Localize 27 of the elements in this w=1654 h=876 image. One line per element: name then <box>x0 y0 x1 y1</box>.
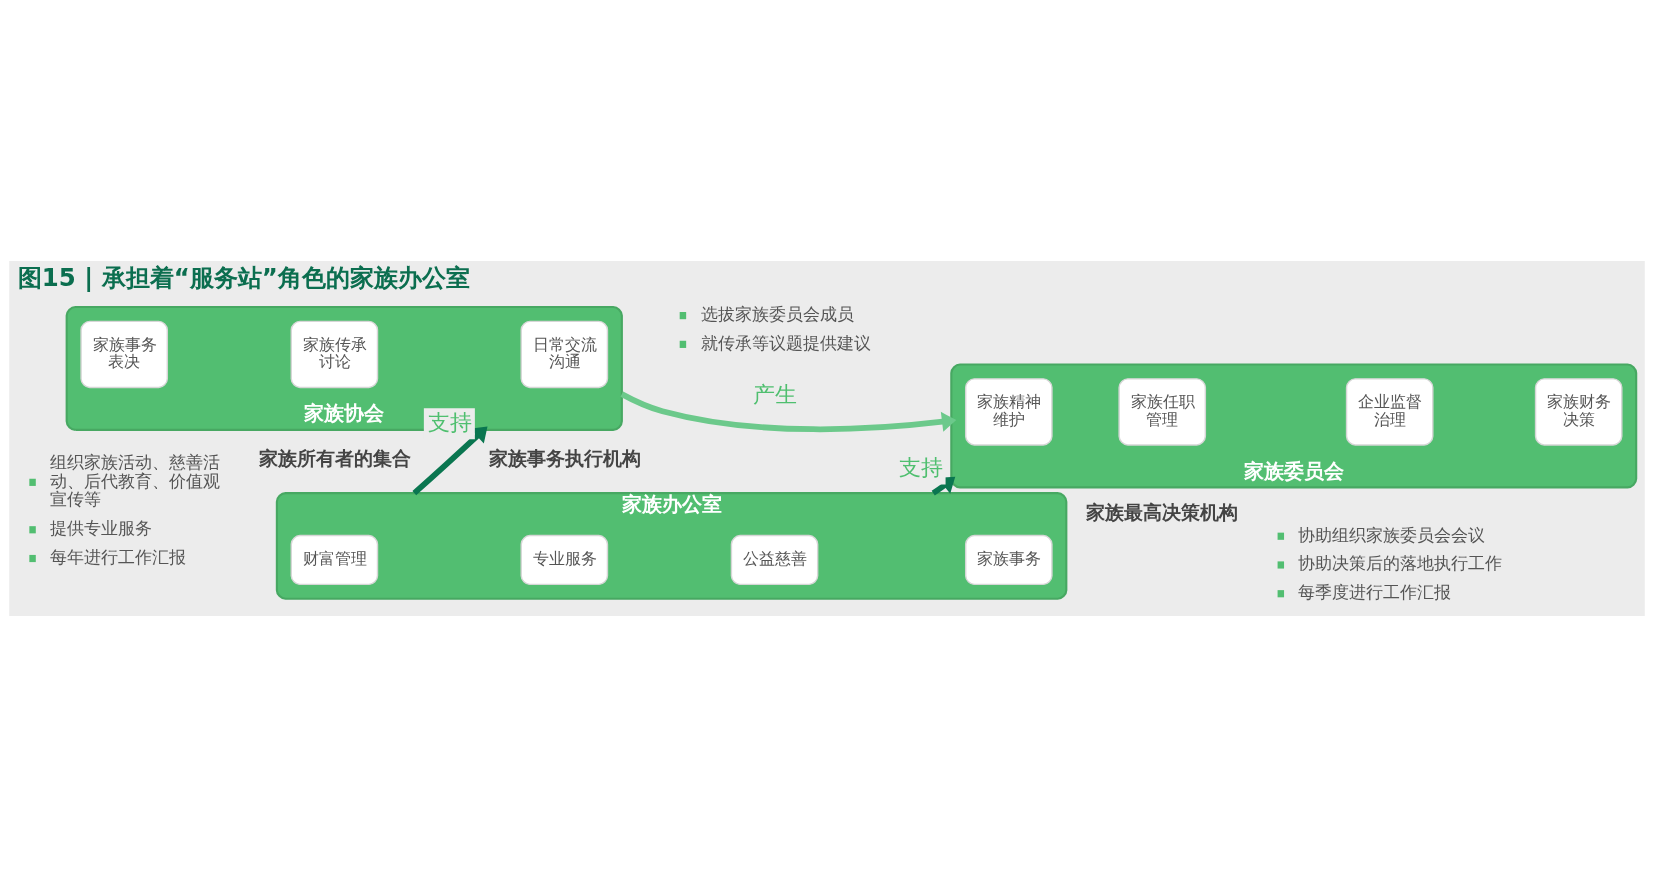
node-label: 家族事务执行机构 <box>488 447 641 469</box>
node-box: 家族传承讨论 <box>290 320 379 388</box>
node-box: 家族精神维护 <box>964 377 1053 446</box>
label: 协助组织家族委员会会议 <box>1298 524 1486 545</box>
node-label: 家族最高决策机构 <box>1086 501 1239 523</box>
node-box: 日常交流沟通 <box>520 320 609 388</box>
node-box: 公益慈善 <box>730 534 819 585</box>
diagram-title: 图15 | 承担着“服务站”角色的家族办公室 <box>17 262 470 292</box>
label: 协助决策后的落地执行工作 <box>1298 552 1503 573</box>
node-box: 专业服务 <box>520 534 609 585</box>
edge-label: 产生 <box>752 380 797 406</box>
node-box: 家族事务表决 <box>80 320 168 388</box>
node-box: 家族任职管理 <box>1118 377 1207 446</box>
node-box: 家族事务 <box>964 534 1053 585</box>
node-box: 财富管理 <box>290 534 379 585</box>
label: 就传承等议题提供建议 <box>700 332 871 353</box>
label: 每年进行工作汇报 <box>50 546 187 567</box>
label: 组织家族活动、慈善活动、后代教育、价值观宣传等 <box>50 451 221 509</box>
label: 提供专业服务 <box>50 517 153 538</box>
node-box: 企业监督治理 <box>1345 377 1434 446</box>
arrow <box>412 425 488 495</box>
node-label: 家族所有者的集合 <box>258 447 411 469</box>
label: 每季度进行工作汇报 <box>1298 581 1452 602</box>
arrow <box>620 391 957 432</box>
edge-label: 支持 <box>898 454 943 480</box>
label: 选拔家族委员会成员 <box>700 303 854 324</box>
node-box: 家族财务决策 <box>1534 377 1623 446</box>
